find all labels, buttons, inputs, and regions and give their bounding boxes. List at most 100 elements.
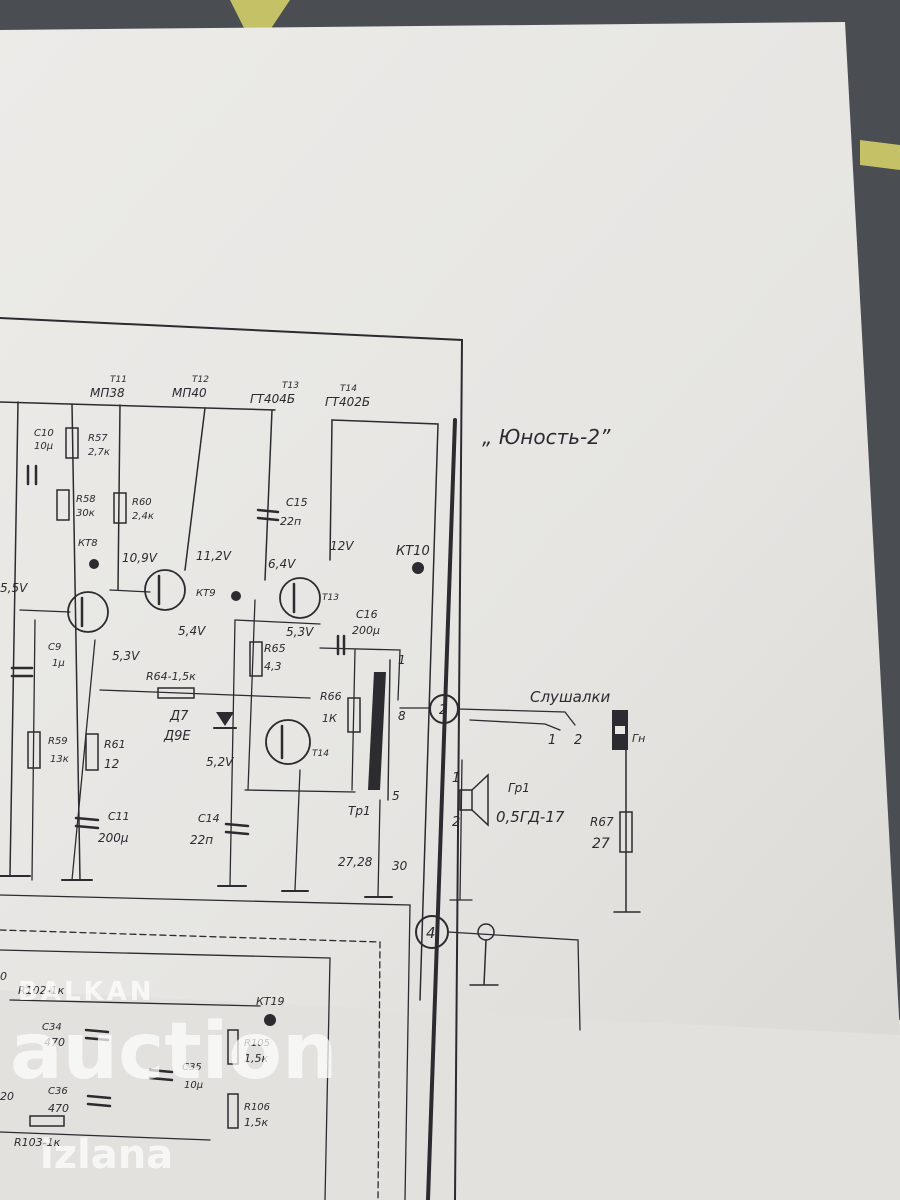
gr1-label: Гр1: [508, 781, 530, 795]
transformer-tr1-winding: [387, 659, 391, 801]
c9-label: С9: [48, 642, 61, 653]
watermark: BALKAN auction izlana: [10, 977, 338, 1178]
speaker-pin-1: 1: [452, 771, 460, 786]
test-point-kt19-label: КТ19: [256, 995, 285, 1008]
lower-rail-2: [0, 949, 331, 1200]
test-point-kt9-label: КТ9: [196, 588, 216, 599]
resistor-r60-symbol: [113, 492, 127, 524]
lower-rail-3: [9, 999, 261, 1007]
rail-r57: [71, 403, 81, 881]
edge-fragment-0: 0: [0, 970, 7, 983]
wire-r66: [351, 649, 356, 791]
top-rail: [0, 401, 276, 411]
transistor-t14-type: ГТ402Б: [325, 395, 370, 409]
rail-left: [9, 401, 19, 876]
voltage-10-9v: 10,9V: [122, 551, 158, 565]
headphone-pin-1: 1: [548, 733, 556, 748]
rail-c15: [264, 409, 273, 581]
voltage-11-2v: 11,2V: [196, 549, 232, 563]
r59-value: 13к: [50, 754, 69, 765]
c35-label: С35: [182, 1062, 202, 1073]
r67-wire: [613, 749, 641, 913]
c10-label: С10: [34, 428, 54, 439]
resistor-r58-symbol: [56, 489, 70, 521]
voltage-5-2v: 5,2V: [206, 755, 234, 769]
transformer-tr1-core: [368, 672, 386, 790]
c14-value: 22п: [190, 833, 213, 847]
speaker-wire: [449, 759, 473, 901]
c11-label: С11: [108, 810, 130, 823]
connector-4-label: 4: [426, 924, 436, 942]
c11-value: 200μ: [98, 831, 129, 845]
lower-rail-1: [0, 894, 411, 1200]
transistor-t13-pin-label: Т13: [322, 593, 339, 603]
capacitor-symbols: [10, 464, 346, 836]
voltage-5-3v-b: 5,3V: [112, 649, 140, 663]
transistor-bases: [80, 574, 296, 760]
jack-gn-gap: [615, 726, 625, 734]
watermark-main: auction: [10, 1007, 338, 1097]
c16-value: 200μ: [352, 624, 380, 637]
fabric-yellow-stripe: [230, 0, 290, 30]
test-point-kt9-dot: [231, 591, 241, 601]
c34-value: 470: [44, 1036, 65, 1049]
gn-label: Гн: [632, 732, 645, 745]
c10-value: 10μ: [34, 441, 53, 452]
transistor-t11-ref: Т11: [110, 375, 127, 385]
connector-2-label: 2: [439, 703, 447, 718]
lower-rail-4: [0, 1131, 211, 1141]
wire-c9: [19, 609, 71, 613]
r106-value: 1,5к: [244, 1116, 268, 1129]
r67-value: 27: [592, 836, 610, 852]
rail-t13-c: [329, 419, 333, 561]
transistor-t13-type: ГТ404Б: [250, 392, 295, 406]
test-point-kt19-dot: [264, 1014, 276, 1026]
r61-value: 12: [104, 757, 119, 771]
resistor-r64-symbol: [157, 687, 195, 699]
test-point-kt10-label: КТ10: [396, 544, 430, 559]
schematic-labels: „ Юность-2” МП38 Т11 МП40 Т12 ГТ404Б Т13…: [0, 375, 645, 1149]
voltage-6-4v: 6,4V: [268, 557, 296, 571]
r57-label: R57: [88, 433, 108, 444]
gr1-value: 0,5ГД-17: [496, 808, 565, 826]
wire-t14-e: [294, 769, 301, 891]
headphones-label: Слушалки: [530, 688, 611, 706]
schematic: [0, 317, 641, 1200]
r58-label: R58: [76, 494, 96, 505]
pin-5: 5: [392, 789, 400, 803]
transistor-t12-type: МП40: [172, 386, 207, 400]
wire-r66-low: [244, 789, 356, 793]
d7-value: Д9Е: [163, 729, 191, 744]
r103-label: R103-1к: [14, 1136, 61, 1149]
r58-value: 30к: [76, 508, 95, 519]
c36-label: С36: [48, 1086, 68, 1097]
d7-label: Д7: [169, 709, 189, 724]
transistor-t14-ref: Т14: [340, 384, 357, 394]
test-point-kt10-dot: [412, 562, 424, 574]
wire-c14: [229, 619, 236, 886]
fabric-yellow-stripe-right: [860, 140, 900, 170]
resistor-r66-symbol: [347, 697, 361, 733]
transistor-t11-type: МП38: [90, 386, 125, 400]
c15-label: С15: [286, 496, 308, 509]
speaker-cone: [471, 773, 489, 827]
resistor-r105-symbol: [227, 1029, 239, 1065]
diode-d7-symbol: [216, 712, 234, 726]
wire-t11-t12: [109, 589, 151, 593]
r67-label: R67: [590, 815, 614, 829]
resistor-r59-symbol: [27, 731, 41, 769]
test-point-kt8-dot: [89, 559, 99, 569]
transistor-t11-left-symbol: [67, 591, 109, 633]
r65-value: 4,3: [264, 660, 282, 673]
transistor-t13-symbol: [279, 577, 321, 619]
c36-value: 470: [48, 1102, 69, 1115]
test-point-kt8-label: КТ8: [78, 538, 98, 549]
wire-r64: [99, 689, 311, 699]
headphone-wire-1: [457, 708, 576, 726]
r102-label: R102-1к: [18, 984, 65, 997]
thick-bus-line: [426, 418, 457, 1200]
pin-8: 8: [398, 709, 406, 723]
rail-t12: [184, 407, 206, 571]
rail-r60: [117, 404, 121, 591]
pin-27-28: 27,28: [338, 855, 373, 869]
